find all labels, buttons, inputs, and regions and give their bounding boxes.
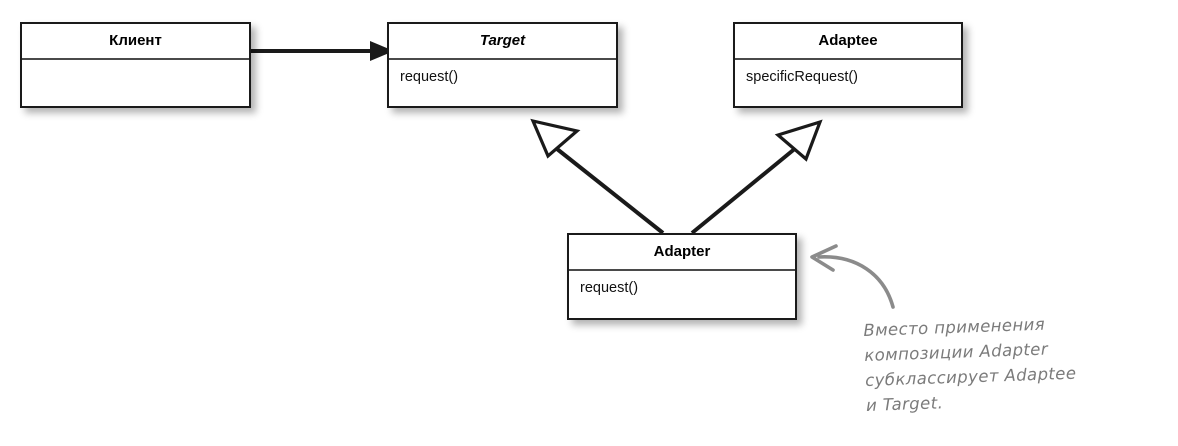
class-name-adaptee: Adaptee: [735, 24, 961, 60]
class-members-target: request(): [389, 60, 616, 85]
generalization-line: [550, 143, 665, 235]
relation-adapter-target: [530, 118, 665, 235]
hollow-triangle-arrowhead-icon: [774, 119, 823, 162]
annotation-curved-arrow-icon: [810, 244, 895, 309]
uml-class-adapter[interactable]: Adapter request(): [567, 233, 797, 320]
hollow-triangle-arrowhead-icon: [530, 118, 581, 159]
class-member: request(): [400, 69, 459, 85]
annotation-note: Вместо применения композиции Adapter суб…: [863, 308, 1166, 418]
relation-adapter-adaptee: [690, 119, 823, 235]
uml-class-client[interactable]: Клиент: [20, 22, 251, 108]
class-name-adapter: Adapter: [569, 235, 795, 271]
relation-client-target: [251, 41, 394, 61]
class-member: specificRequest(): [746, 69, 859, 85]
class-members-adapter: request(): [569, 271, 795, 296]
generalization-line: [690, 145, 799, 235]
uml-class-target[interactable]: Target request(): [387, 22, 618, 108]
class-name-client: Клиент: [22, 24, 249, 60]
class-name-target: Target: [389, 24, 616, 60]
class-members-adaptee: specificRequest(): [735, 60, 961, 85]
class-member: request(): [580, 280, 639, 296]
uml-class-adaptee[interactable]: Adaptee specificRequest(): [733, 22, 963, 108]
